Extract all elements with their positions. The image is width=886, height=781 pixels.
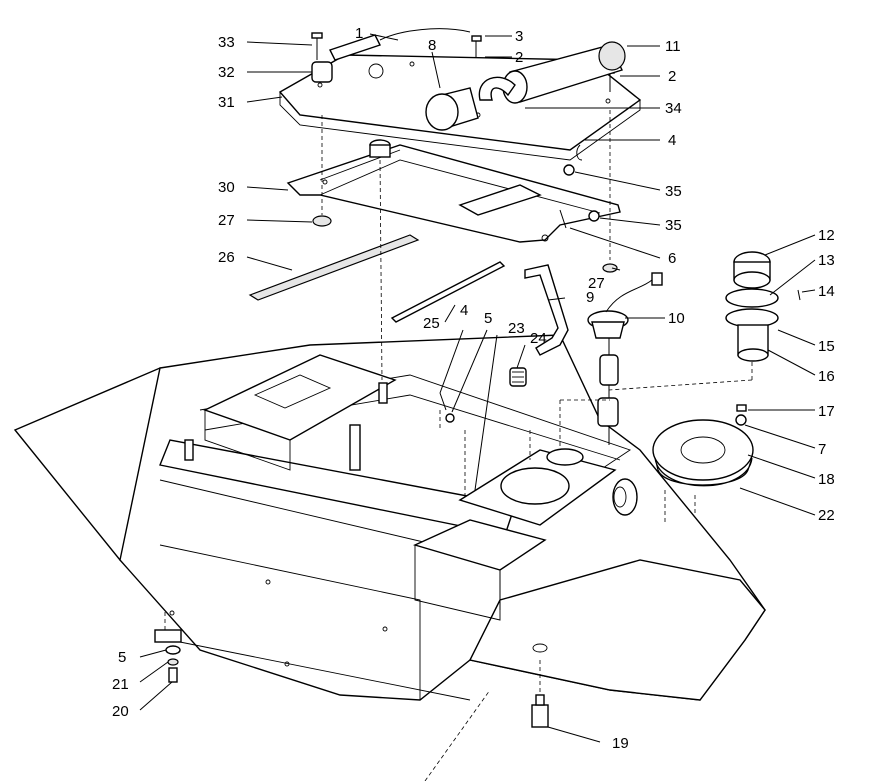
callout-17: 17 — [818, 403, 835, 420]
callout-11: 11 — [665, 38, 681, 55]
callout-2b: 2 — [668, 68, 676, 85]
callout-19: 19 — [612, 735, 629, 752]
hardware-parts — [154, 144, 801, 728]
callout-4b: 4 — [460, 302, 468, 319]
callout-6: 6 — [668, 250, 676, 267]
callout-labels: 33 32 31 1 8 3 2 11 2 34 4 30 35 27 35 2… — [112, 25, 835, 752]
callout-21: 21 — [112, 676, 129, 693]
callout-12: 12 — [818, 227, 835, 244]
callout-32: 32 — [218, 64, 235, 81]
callout-35a: 35 — [665, 183, 682, 200]
alignment-lines — [164, 110, 753, 781]
frame-assembly — [286, 139, 621, 243]
callout-1: 1 — [355, 25, 363, 42]
leader-lines — [139, 33, 816, 743]
callout-25: 25 — [423, 315, 440, 332]
callout-27a: 27 — [218, 212, 235, 229]
callout-30: 30 — [218, 179, 235, 196]
callout-15: 15 — [818, 338, 835, 355]
callout-23: 23 — [508, 320, 525, 337]
callout-16: 16 — [818, 368, 835, 385]
callout-5a: 5 — [484, 310, 492, 327]
callout-7: 7 — [818, 441, 826, 458]
callout-3: 3 — [515, 28, 523, 45]
callout-34: 34 — [665, 100, 682, 117]
callout-27b: 27 — [588, 275, 605, 292]
callout-24: 24 — [530, 330, 547, 347]
chassis-housing — [13, 334, 766, 701]
callout-20: 20 — [112, 703, 129, 720]
callout-26: 26 — [218, 249, 235, 266]
callout-10: 10 — [668, 310, 685, 327]
callout-18: 18 — [818, 471, 835, 488]
callout-13: 13 — [818, 252, 835, 269]
callout-9: 9 — [586, 289, 594, 306]
callout-33: 33 — [218, 34, 235, 51]
callout-8: 8 — [428, 37, 436, 54]
callout-22: 22 — [818, 507, 835, 524]
callout-31: 31 — [218, 94, 235, 111]
callout-4a: 4 — [668, 132, 676, 149]
callout-2a: 2 — [515, 49, 523, 66]
callout-14: 14 — [818, 283, 835, 300]
callout-5b: 5 — [118, 649, 126, 666]
callout-35b: 35 — [665, 217, 682, 234]
